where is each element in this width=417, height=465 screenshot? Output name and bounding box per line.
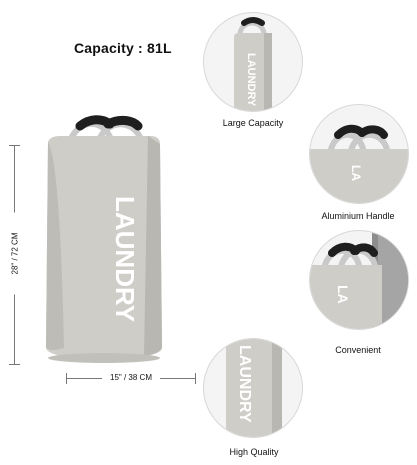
svg-text:LA: LA: [335, 285, 351, 304]
feature-label-convenient: Convenient: [335, 345, 381, 355]
main-bag-image: LAUNDRY: [40, 112, 168, 364]
feature-label-aluminium-handle: Aluminium Handle: [321, 211, 395, 221]
feature-label-high-quality: High Quality: [229, 447, 279, 457]
feature-convenient-image: LA: [309, 230, 409, 330]
height-label: 28" / 72 CM: [10, 212, 20, 295]
height-dimension: 28" / 72 CM: [8, 145, 22, 365]
feature-high-quality-image: LAUNDRY: [203, 338, 303, 438]
svg-text:LAUNDRY: LAUNDRY: [245, 53, 257, 107]
width-dimension: 15" / 38 CM: [66, 371, 196, 385]
feature-label-large-capacity: Large Capacity: [222, 118, 284, 128]
svg-text:LA: LA: [349, 165, 363, 181]
feature-large-capacity-image: LAUNDRY: [203, 12, 303, 112]
svg-text:LAUNDRY: LAUNDRY: [236, 345, 253, 423]
width-label: 15" / 38 CM: [102, 373, 160, 382]
laundry-print: LAUNDRY: [110, 196, 140, 322]
feature-aluminium-handle-image: LA: [309, 104, 409, 204]
capacity-title: Capacity : 81L: [74, 40, 172, 56]
